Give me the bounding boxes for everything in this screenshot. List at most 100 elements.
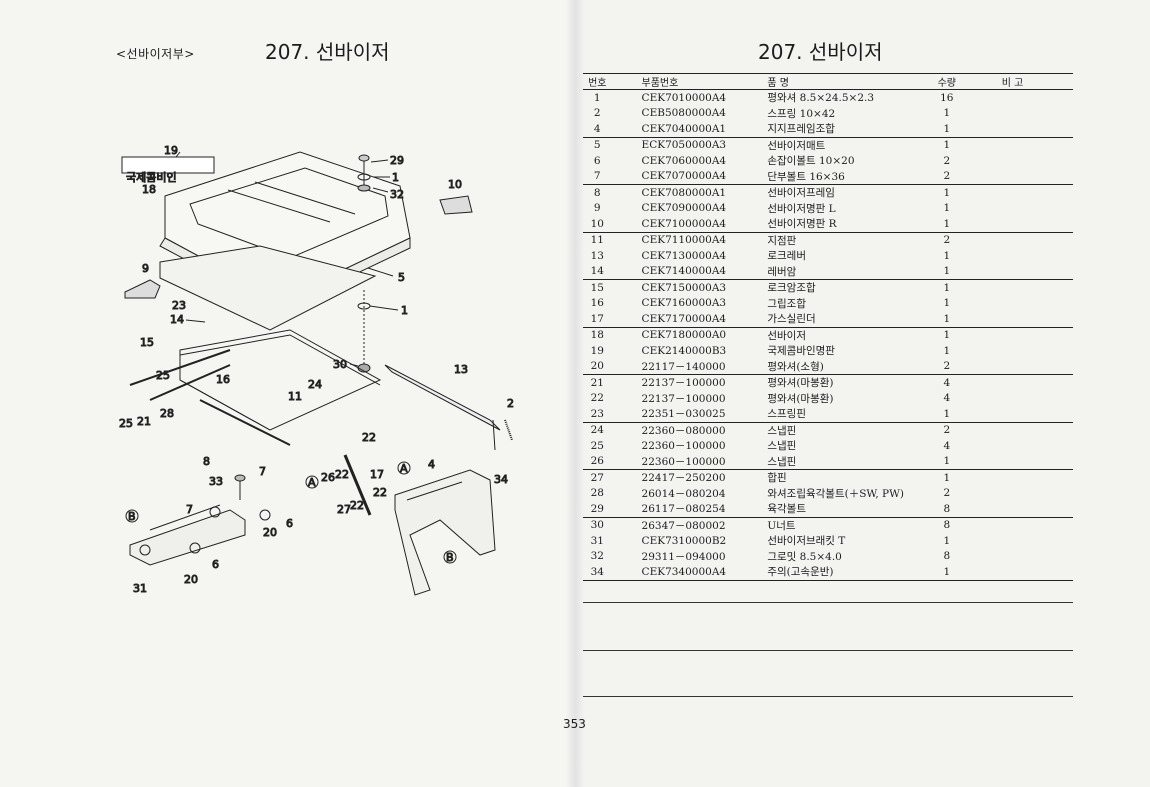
cell-part-no: CEK7080000A1 bbox=[611, 184, 740, 201]
cell-remarks bbox=[961, 136, 1073, 153]
cell-name: 스냅핀 bbox=[767, 455, 797, 468]
cell-qty: 4 bbox=[943, 392, 951, 405]
cell-name: 단부볼트 16×36 bbox=[767, 170, 845, 183]
cell-part-no: CEK7130000A4 bbox=[641, 249, 727, 262]
cell-remarks bbox=[962, 121, 1073, 137]
cell-name: 로크암조합 bbox=[739, 279, 932, 296]
cell-qty: 1 bbox=[943, 249, 951, 262]
cell-part-no: 22360－080000 bbox=[611, 421, 740, 438]
cell-name: 평와셔(마봉환) bbox=[767, 392, 834, 405]
cell-remarks bbox=[962, 201, 1073, 217]
support-frame bbox=[394, 469, 496, 596]
cell-remarks bbox=[962, 296, 1073, 312]
cell-name: 와셔조립육각볼트(＋SW, PW) bbox=[767, 487, 904, 500]
cell-part-no: CEK7100000A4 bbox=[641, 217, 727, 230]
cell-no: 13 bbox=[590, 249, 604, 262]
callout-31: 31 bbox=[133, 582, 147, 595]
callout-20-a: 20 bbox=[263, 526, 277, 539]
cell-part-no: ECK7050000A3 bbox=[611, 136, 740, 153]
cell-name: 스프링핀 bbox=[767, 408, 806, 421]
cell-part-no: CEK7070000A4 bbox=[641, 170, 727, 183]
callout-28: 28 bbox=[160, 407, 174, 420]
callout-30: 30 bbox=[333, 358, 347, 371]
cell-qty: 8 bbox=[931, 516, 962, 533]
table-row: 22 22137－100000 평와셔(마봉환) 4 bbox=[583, 391, 1073, 407]
callout-6-b: 6 bbox=[212, 558, 219, 571]
callout-1-top: 1 bbox=[392, 171, 399, 184]
cell-no: 1 bbox=[593, 91, 601, 104]
cell-name: 그로밋 8.5×4.0 bbox=[767, 550, 842, 563]
callout-15: 15 bbox=[140, 336, 154, 349]
cell-qty: 1 bbox=[943, 534, 951, 547]
header-part-no: 부품번호 bbox=[611, 73, 740, 90]
cell-part-no: 22417－250200 bbox=[611, 469, 740, 486]
cell-part-no: CEK7310000B2 bbox=[641, 534, 727, 547]
cell-name: 스프링 10×42 bbox=[767, 107, 836, 120]
callout-9: 9 bbox=[142, 262, 149, 275]
blank-rule-3 bbox=[583, 696, 1073, 697]
cell-remarks bbox=[962, 153, 1073, 169]
gas-cylinder bbox=[343, 454, 372, 516]
cell-part-no: CEK7150000A3 bbox=[611, 279, 740, 296]
cell-part-no: CEK7090000A4 bbox=[641, 202, 727, 215]
cell-no: 18 bbox=[583, 326, 612, 343]
cell-part-no: CEK7060000A4 bbox=[641, 154, 727, 167]
cell-qty: 8 bbox=[943, 502, 951, 515]
cell-remarks bbox=[962, 169, 1073, 185]
cell-name: 레버암 bbox=[767, 265, 797, 278]
cell-no: 26 bbox=[590, 455, 604, 468]
blank-rule-1 bbox=[583, 602, 1073, 603]
callout-22-b: 22 bbox=[335, 468, 349, 481]
cell-qty: 8 bbox=[943, 550, 951, 563]
cell-name: 가스실린더 bbox=[767, 313, 816, 326]
cell-qty: 1 bbox=[943, 202, 951, 215]
cell-qty: 1 bbox=[931, 469, 962, 486]
cell-qty: 2 bbox=[943, 154, 951, 167]
callout-2: 2 bbox=[507, 397, 514, 410]
cell-qty: 1 bbox=[943, 312, 951, 325]
cell-no: 29 bbox=[590, 502, 604, 515]
callout-14: 14 bbox=[170, 313, 184, 326]
cell-no: 22 bbox=[590, 392, 604, 405]
cell-part-no: CEB5080000A4 bbox=[641, 107, 726, 120]
cell-remarks bbox=[962, 359, 1073, 375]
header-no: 번호 bbox=[583, 73, 612, 90]
left-page bbox=[0, 0, 575, 787]
callout-16: 16 bbox=[216, 373, 230, 386]
callout-25-a: 25 bbox=[156, 369, 170, 382]
cell-name: 평와셔(소형) bbox=[767, 360, 824, 373]
cell-name: 육각볼트 bbox=[767, 503, 806, 516]
cell-remarks bbox=[962, 311, 1073, 327]
cell-remarks bbox=[962, 486, 1073, 502]
cell-qty: 1 bbox=[931, 279, 962, 296]
cell-no: 4 bbox=[593, 122, 601, 135]
cell-name: 국제콤바인명판 bbox=[767, 345, 835, 358]
cell-remarks bbox=[962, 264, 1073, 280]
cell-qty: 1 bbox=[943, 297, 951, 310]
cell-name: 선바이저명판 R bbox=[767, 218, 837, 231]
cell-name: 지지프레임조합 bbox=[767, 123, 835, 136]
cell-part-no: 22137－100000 bbox=[641, 392, 726, 405]
callout-29: 29 bbox=[390, 154, 404, 167]
cell-part-no: CEK7040000A1 bbox=[641, 122, 727, 135]
cell-no: 6 bbox=[593, 154, 601, 167]
ref-mark-a-frame: A bbox=[308, 476, 316, 489]
cell-name: 선바이저 bbox=[739, 326, 932, 343]
cell-part-no: CEK7010000A4 bbox=[641, 91, 727, 104]
callout-1-mid: 1 bbox=[401, 304, 408, 317]
cell-remarks bbox=[962, 454, 1073, 470]
cell-no: 28 bbox=[590, 487, 604, 500]
cell-part-no: CEK2140000B3 bbox=[641, 344, 727, 357]
